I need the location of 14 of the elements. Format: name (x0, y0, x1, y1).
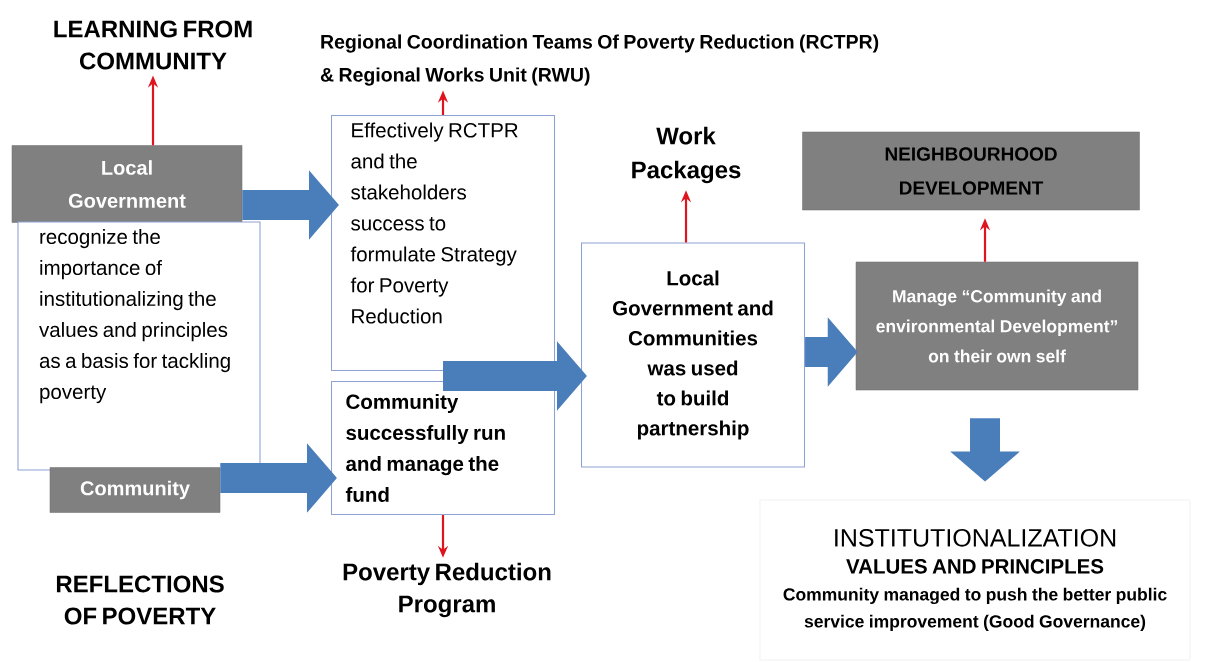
heading-text: REFLECTIONS OF POVERTY (56, 575, 224, 625)
header-box: Local Government (11, 145, 243, 223)
heading-text: LEARNING FROM COMMUNITY (54, 20, 252, 70)
heading-text: Regional Coordination Teams Of Poverty Reduction (RCTPR) & Regional Works Unit (RWU) (320, 34, 879, 86)
heading-text: Work Packages (632, 126, 741, 184)
text-box: Effectively RCTPR and the stakeholders success to formulate Strategy for Poverty Reduction (330, 114, 556, 372)
text-box: Local Government and Communities was used to build partnership (580, 242, 806, 468)
header-box: NEIGHBOURHOOD DEVELOPMENT (802, 131, 1140, 211)
header-box: Community (49, 467, 221, 513)
text-box: recognize the importance of institutionalizing the values and principles as a basis for tackling poverty (17, 221, 261, 471)
text-box: INSTITUTIONALIZATION VALUES AND PRINCIPLES Community managed to push the better public service improvement (Good Governance) (759, 499, 1191, 661)
heading-text: Poverty Reduction Program (343, 562, 551, 618)
process-box: Manage “Community and environmental Development” on their own self (855, 261, 1139, 391)
text-box: Community successfully run and manage the fund (330, 380, 556, 516)
